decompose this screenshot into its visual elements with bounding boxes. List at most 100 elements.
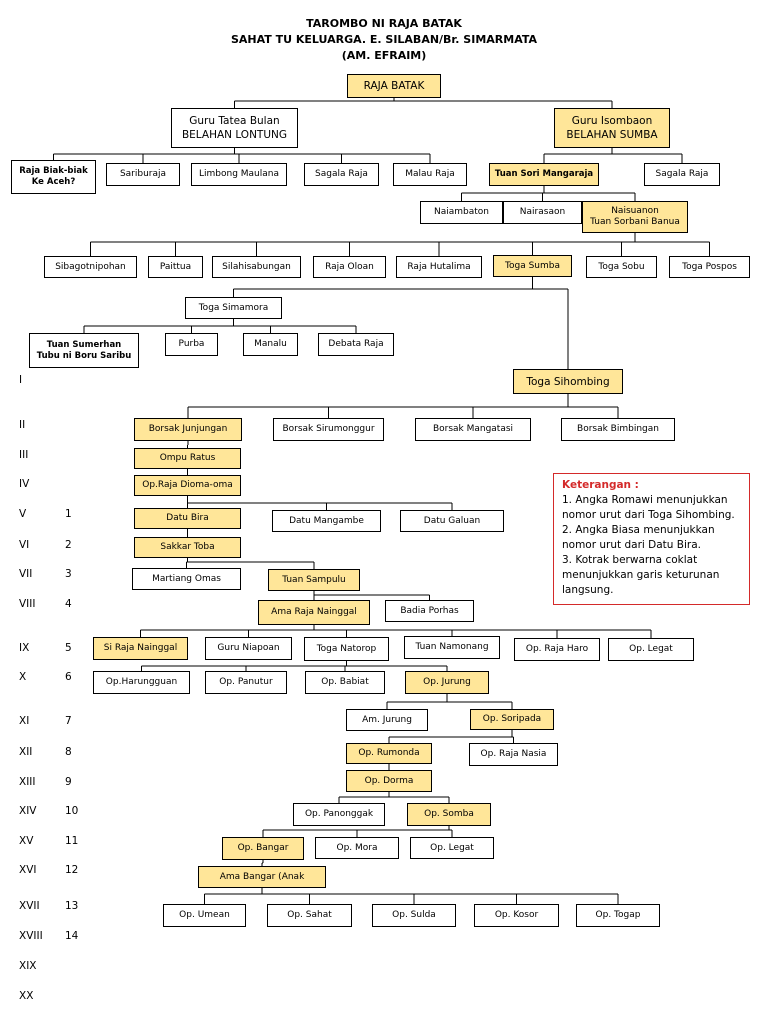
node-tuan-namonang: Tuan Namonang [404, 636, 500, 659]
node-debata-raja: Debata Raja [318, 333, 394, 356]
node-label: Op. Sahat [287, 910, 332, 920]
node-label: Tuan Sori Mangaraja [494, 169, 594, 179]
node-label: Op. Babiat [321, 677, 369, 687]
generation-arabic: 7 [65, 715, 72, 727]
node-label: Op. Mora [336, 842, 378, 853]
node-label: Naiambaton [434, 207, 489, 217]
node-toga-sumba: Toga Sumba [493, 255, 572, 277]
legend-item-3: 3. Kotrak berwarna coklat menunjukkan ga… [562, 554, 720, 596]
title-line-3: (AM. EFRAIM) [341, 49, 427, 62]
generation-roman: III [19, 449, 29, 461]
node-label: Op. Bangar [237, 843, 289, 853]
node-label: Op. Panonggak [304, 809, 374, 819]
node-raja-biak: Raja Biak-biak Ke Aceh? [11, 160, 96, 194]
node-label: Op. Togap [595, 910, 641, 920]
title-line-1: TAROMBO NI RAJA BATAK [306, 17, 462, 30]
node-label: Purba [178, 339, 205, 349]
generation-roman: XVIII [19, 930, 43, 942]
node-op-harungguan: Op.Harungguan [93, 671, 190, 694]
node-label: Sagala Raja [315, 169, 368, 179]
node-naisuanon: Naisuanon Tuan Sorbani Banua [582, 201, 688, 233]
node-label: Toga Natorop [316, 643, 377, 654]
node-label: Guru Isombaon BELAHAN SUMBA [566, 115, 658, 141]
node-raja-batak: RAJA BATAK [347, 74, 441, 98]
node-label: Sariburaja [119, 169, 167, 179]
node-label: Raja Biak-biak Ke Aceh? [19, 166, 88, 187]
node-sibagot: Sibagotnipohan [44, 256, 137, 278]
node-guru-tatea: Guru Tatea Bulan BELAHAN LONTUNG [171, 108, 298, 148]
node-label: Tuan Sampulu [282, 574, 346, 585]
node-label: Op. Kosor [494, 910, 539, 920]
legend-item-1: 1. Angka Romawi menunjukkan nomor urut d… [562, 494, 735, 521]
generation-arabic: 10 [65, 805, 79, 817]
generation-roman: VI [19, 539, 30, 551]
node-label: Op. Rumonda [358, 748, 420, 758]
node-limbong: Limbong Maulana [191, 163, 287, 186]
node-martiang: Martiang Omas [132, 568, 241, 590]
node-label: Op. Umean [179, 910, 230, 920]
node-purba: Purba [165, 333, 218, 356]
node-label: Datu Bira [166, 513, 209, 523]
node-op-togap: Op. Togap [576, 904, 660, 927]
generation-arabic: 4 [65, 598, 72, 610]
node-si-raja-nainggal: Si Raja Nainggal [93, 637, 188, 660]
node-raja-oloan: Raja Oloan [313, 256, 386, 278]
node-op-legat2: Op. Legat [410, 837, 494, 859]
generation-arabic: 2 [65, 539, 72, 551]
node-guru-isombaon: Guru Isombaon BELAHAN SUMBA [554, 108, 670, 148]
node-label: Tuan Namonang [415, 642, 489, 652]
node-label: Badia Porhas [400, 605, 459, 616]
node-label: Datu Mangambe [289, 515, 364, 526]
generation-arabic: 9 [65, 776, 72, 788]
node-label: Malau Raja [405, 169, 455, 179]
node-op-somba: Op. Somba [407, 803, 491, 826]
node-label: Op. Sulda [392, 910, 436, 920]
node-label: Op. Legat [629, 644, 673, 654]
generation-roman: XV [19, 835, 34, 847]
node-op-panonggak: Op. Panonggak [293, 803, 385, 826]
generation-roman: XI [19, 715, 30, 727]
node-label: Tuan Sumerhan Tubu ni Boru Saribu [36, 339, 132, 361]
node-label: Sagala Raja [655, 169, 709, 179]
node-op-legat1: Op. Legat [608, 638, 694, 661]
node-label: Op.Raja Dioma-oma [142, 480, 233, 490]
node-label: Am. Jurung [362, 714, 412, 725]
node-op-sahat: Op. Sahat [267, 904, 352, 927]
node-op-jurung: Op. Jurung [405, 671, 489, 694]
node-toga-pospos: Toga Pospos [669, 256, 750, 278]
legend-item-2: 2. Angka Biasa menunjukkan nomor urut da… [562, 524, 715, 551]
node-label: Si Raja Nainggal [103, 643, 178, 653]
node-label: Op. Panutur [219, 677, 273, 687]
node-label: Guru Tatea Bulan BELAHAN LONTUNG [181, 115, 288, 141]
node-label: Op. Legat [430, 842, 474, 853]
generation-roman: V [19, 508, 27, 520]
node-datu-galuan: Datu Galuan [400, 510, 504, 532]
node-op-soripada: Op. Soripada [470, 709, 554, 730]
generation-roman: XX [19, 990, 34, 1002]
node-label: Op. Raja Nasia [480, 749, 547, 759]
node-label: Ama Raja Nainggal [271, 607, 357, 617]
node-tuan-sampulu: Tuan Sampulu [268, 569, 360, 591]
node-op-panutur: Op. Panutur [205, 671, 287, 694]
node-label: Borsak Junjungan [148, 424, 228, 434]
node-op-raja-dioma: Op.Raja Dioma-oma [134, 475, 241, 496]
node-label: Sibagotnipohan [55, 261, 126, 272]
node-silahi: Silahisabungan [212, 256, 301, 278]
node-label: Ompu Ratus [159, 453, 216, 463]
node-label: Sakkar Toba [160, 542, 215, 552]
generation-roman: I [19, 374, 23, 386]
generation-roman: II [19, 419, 26, 431]
generation-roman: XIV [19, 805, 37, 817]
node-label: Op. Somba [424, 809, 474, 819]
generation-roman: VII [19, 568, 33, 580]
node-borsak-mangatasi: Borsak Mangatasi [415, 418, 531, 441]
node-label: Borsak Mangatasi [432, 424, 514, 434]
node-label: Paittua [159, 261, 192, 272]
node-op-raja-nasia: Op. Raja Nasia [469, 743, 558, 766]
generation-roman: XIII [19, 776, 36, 788]
generation-arabic: 12 [65, 864, 79, 876]
node-sariburaja: Sariburaja [106, 163, 180, 186]
node-datu-mangambe: Datu Mangambe [272, 510, 381, 532]
node-toga-sobu: Toga Sobu [586, 256, 657, 278]
node-op-raja-haro: Op. Raja Haro [514, 638, 600, 661]
